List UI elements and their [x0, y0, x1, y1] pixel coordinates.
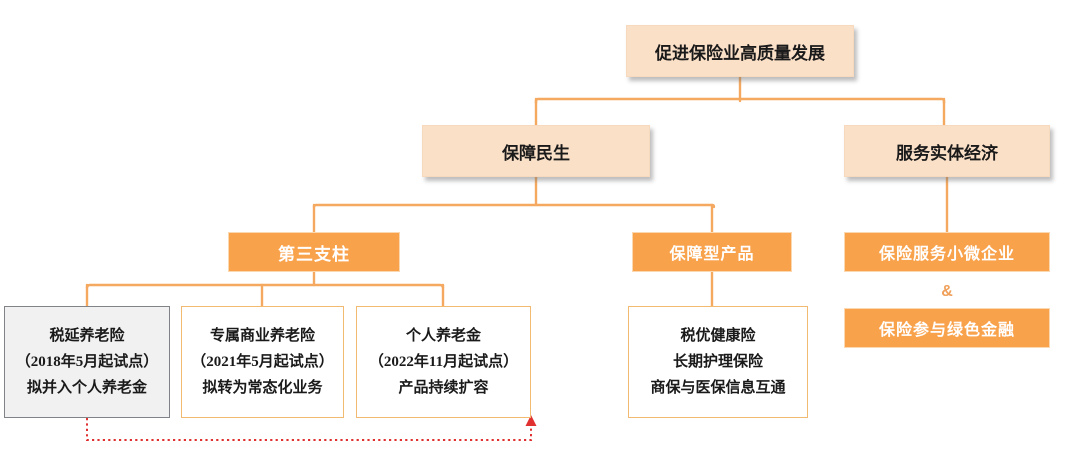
node-leaf-personal-pension: 个人养老金 （2022年11月起试点） 产品持续扩容: [356, 306, 531, 418]
leaf-line-2: 长期护理保险: [672, 353, 763, 370]
node-baoxian-canyu-lvse-jinrong-label: 保险参与绿色金融: [878, 322, 1015, 339]
leaf-line-3: 商保与医保信息互通: [650, 380, 786, 397]
node-fuwu-shiti-jingji: 服务实体经济: [844, 125, 1050, 177]
node-baozhangxing-chanpin: 保障型产品: [632, 232, 792, 272]
ampersand-connector: &: [844, 272, 1050, 312]
connector-level3-bus: [312, 203, 716, 209]
node-baoxian-fuwu-xiaowei-qiye-label: 保险服务小微企业: [878, 246, 1015, 263]
node-leaf-protection-products: 税优健康险 长期护理保险 商保与医保信息互通: [628, 306, 808, 418]
connector-leaf-bus: [85, 283, 445, 290]
leaf-line-status: 拟并入个人养老金: [26, 380, 147, 397]
ampersand-symbol: &: [941, 283, 953, 300]
node-baozhang-minsheng: 保障民生: [422, 125, 650, 177]
leaf-line-status: 产品持续扩容: [398, 380, 489, 397]
leaf-line-pilot: （2022年11月起试点）: [368, 353, 519, 370]
leaf-line-title: 专属商业养老险: [209, 327, 315, 344]
leaf-line-title: 税延养老险: [49, 327, 125, 344]
dashed-arrow-merge: [86, 415, 537, 441]
node-leaf-tax-deferred-pension: 税延养老险 （2018年5月起试点） 拟并入个人养老金: [4, 306, 170, 418]
connector-level2-bus: [534, 97, 946, 105]
node-baozhangxing-chanpin-label: 保障型产品: [669, 246, 755, 263]
node-baoxian-canyu-lvse-jinrong: 保险参与绿色金融: [844, 308, 1050, 348]
leaf-line-pilot: （2018年5月起试点）: [15, 353, 159, 370]
node-disan-zhizhu: 第三支柱: [228, 232, 400, 272]
leaf-line-title: 个人养老金: [405, 327, 481, 344]
node-fuwu-shiti-jingji-label: 服务实体经济: [896, 143, 998, 163]
leaf-line-pilot: （2021年5月起试点）: [191, 353, 334, 370]
leaf-line-status: 拟转为常态化业务: [202, 380, 323, 397]
node-root-label: 促进保险业高质量发展: [655, 43, 825, 63]
leaf-line-1: 税优健康险: [680, 327, 756, 344]
node-baoxian-fuwu-xiaowei-qiye: 保险服务小微企业: [844, 232, 1050, 272]
node-leaf-exclusive-commercial-pension: 专属商业养老险 （2021年5月起试点） 拟转为常态化业务: [181, 306, 344, 418]
node-root: 促进保险业高质量发展: [626, 25, 854, 77]
node-disan-zhizhu-label: 第三支柱: [278, 244, 350, 264]
node-baozhang-minsheng-label: 保障民生: [502, 143, 570, 163]
